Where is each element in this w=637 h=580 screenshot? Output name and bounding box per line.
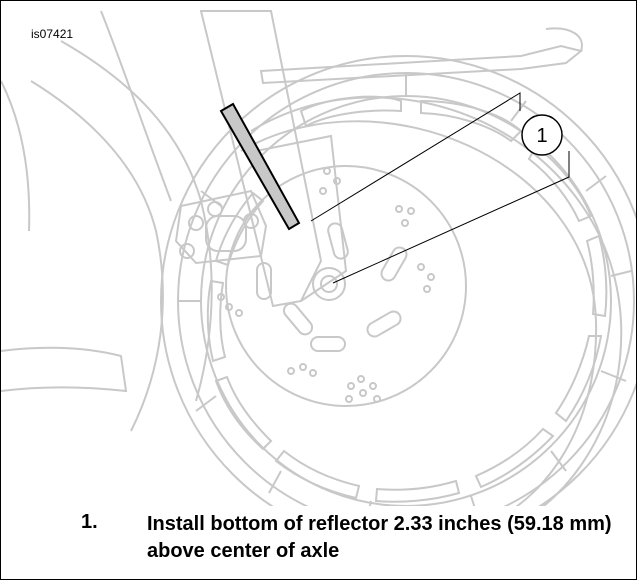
brake-rotor	[225, 165, 467, 407]
axle-center	[320, 275, 338, 293]
front-fender-2	[30, 80, 164, 432]
tire-outline	[250, 96, 623, 506]
spokes	[177, 73, 632, 506]
rim-outer	[160, 55, 636, 506]
fork-slider	[255, 134, 348, 302]
body-panel	[1, 346, 128, 393]
front-fender	[60, 40, 213, 402]
caption: 1. Install bottom of reflector 2.33 inch…	[1, 505, 636, 579]
figure-id: is07421	[31, 27, 74, 41]
upper-tube	[259, 44, 584, 85]
reflector	[219, 102, 301, 231]
wheel-illustration: 1	[1, 10, 636, 506]
leader-line-axle	[332, 151, 570, 284]
upper-tube-end	[545, 27, 583, 52]
spoke-cutouts	[206, 95, 608, 503]
axle-hub	[312, 267, 346, 301]
caption-text: Install bottom of reflector 2.33 inches …	[147, 513, 612, 562]
brake-line	[100, 10, 172, 202]
rotor-holes	[217, 167, 435, 403]
caption-number: 1.	[81, 511, 98, 533]
callout-circle	[521, 114, 563, 156]
callout-number: 1	[536, 125, 547, 147]
brake-caliper	[174, 189, 268, 265]
body-panel-2	[1, 80, 31, 232]
tire-inner-line	[240, 120, 598, 506]
rotor-slots	[256, 222, 408, 352]
